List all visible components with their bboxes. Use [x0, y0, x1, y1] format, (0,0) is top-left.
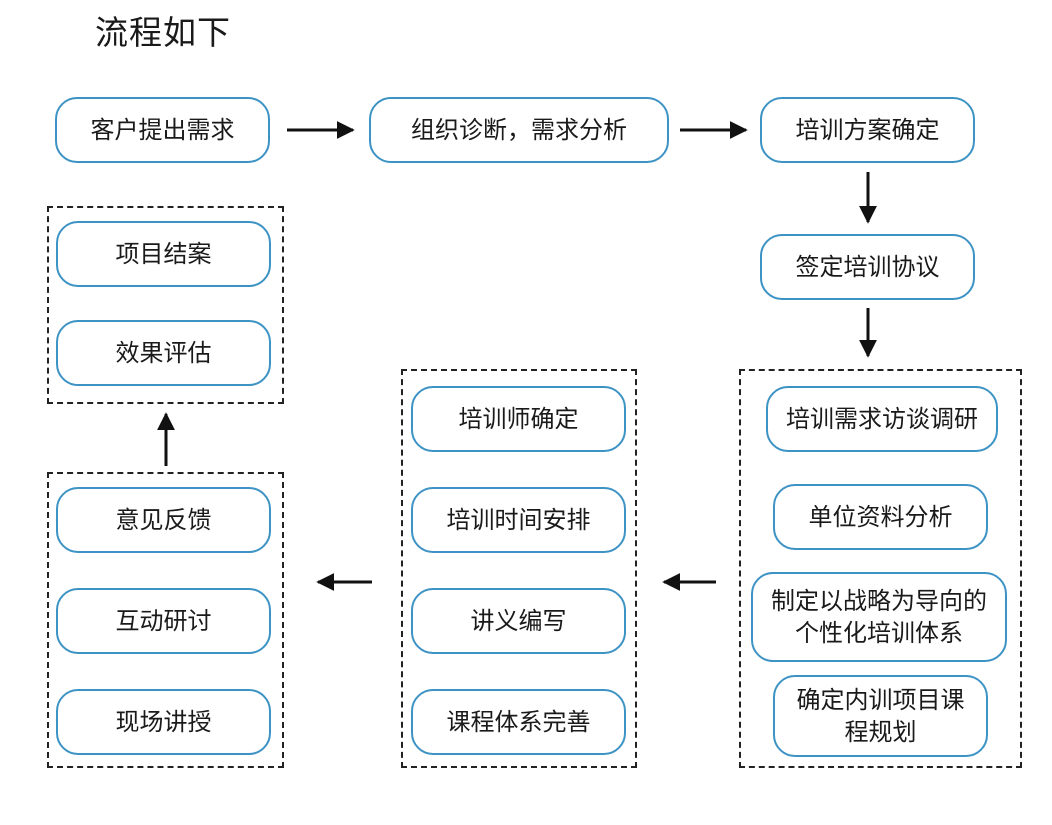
node-lecture: 现场讲授: [56, 689, 271, 755]
node-evaluation: 效果评估: [56, 320, 271, 386]
node-demand: 客户提出需求: [55, 97, 270, 163]
group-preparation: [401, 369, 637, 768]
group-delivery: [47, 472, 284, 768]
node-schedule: 培训时间安排: [411, 487, 626, 553]
diagram-title: 流程如下: [95, 13, 231, 52]
node-plan: 培训方案确定: [760, 97, 975, 163]
node-course-plan: 确定内训项目课程规划: [773, 675, 988, 757]
node-course-improve: 课程体系完善: [411, 689, 626, 755]
node-feedback: 意见反馈: [56, 487, 271, 553]
node-trainer: 培训师确定: [411, 386, 626, 452]
node-diagnosis: 组织诊断，需求分析: [369, 97, 669, 163]
node-system: 制定以战略为导向的个性化培训体系: [751, 572, 1007, 662]
group-closing: [47, 206, 284, 404]
node-closing: 项目结案: [56, 221, 271, 287]
node-agreement: 签定培训协议: [760, 234, 975, 300]
node-handout: 讲义编写: [411, 588, 626, 654]
group-research: [739, 369, 1022, 768]
node-discussion: 互动研讨: [56, 588, 271, 654]
node-material: 单位资料分析: [773, 484, 988, 550]
node-interview: 培训需求访谈调研: [766, 386, 998, 452]
